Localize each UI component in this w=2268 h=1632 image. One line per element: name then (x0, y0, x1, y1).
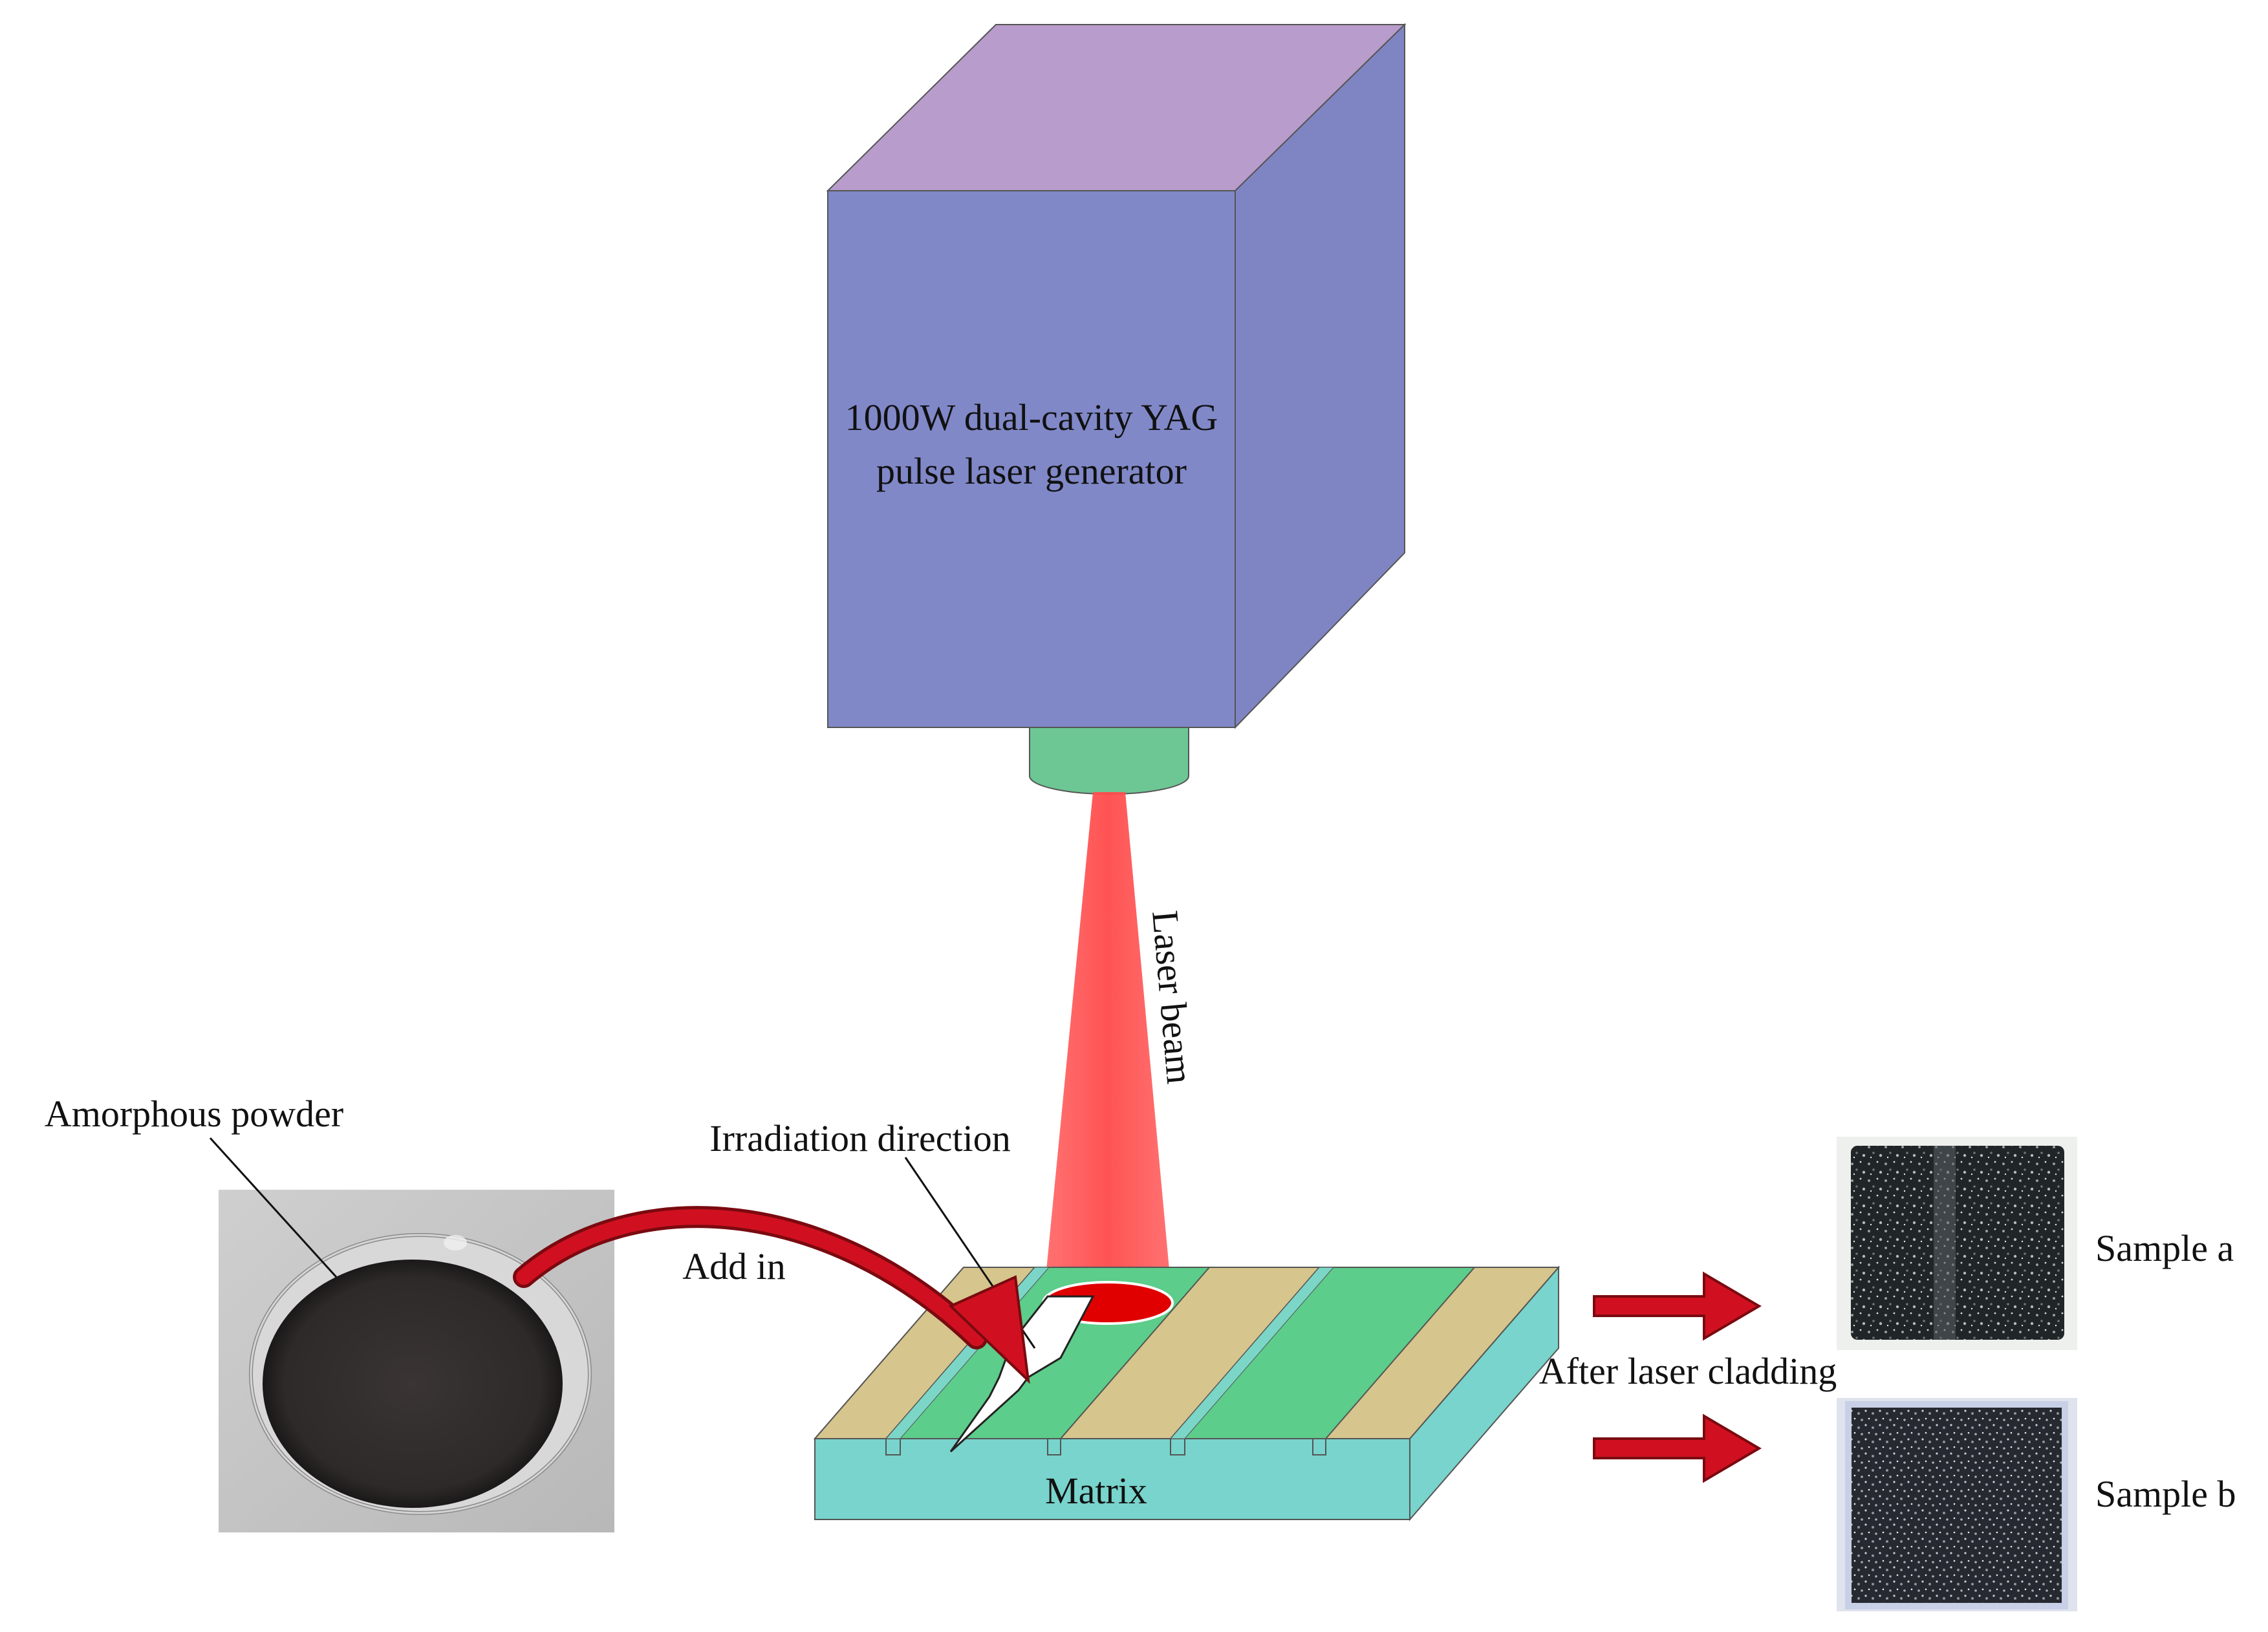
add-in-label: Add in (682, 1245, 786, 1287)
sample-a-label: Sample a (2095, 1227, 2234, 1269)
clad-strip-3 (1324, 1267, 1561, 1439)
after-laser-cladding-label: After laser cladding (1539, 1350, 1837, 1392)
generator-label-line1: 1000W dual-cavity YAG (845, 396, 1218, 438)
sample-b-label: Sample b (2095, 1473, 2236, 1515)
powder-leader-line (209, 1137, 338, 1278)
sample-a-photo (1837, 1137, 2077, 1350)
laser-generator: 1000W dual-cavity YAG pulse laser genera… (826, 23, 1407, 729)
amorphous-powder-label: Amorphous powder (45, 1093, 343, 1135)
nozzle (1029, 727, 1189, 795)
generator-label-line2: pulse laser generator (876, 450, 1187, 492)
curved-arrow-icon (513, 1206, 1030, 1384)
powder-dish (263, 1260, 563, 1508)
red-block-arrow-icon (1593, 1271, 1762, 1483)
irradiation-direction-label: Irradiation direction (709, 1117, 1010, 1159)
sample-a-arrow (1593, 1271, 1762, 1341)
sample-b-arrow (1593, 1413, 1762, 1483)
sample-b-photo (1837, 1398, 2077, 1611)
generator-front-face (827, 190, 1236, 728)
laser-beam-label: Laser beam (1144, 908, 1201, 1086)
laser-beam (1045, 792, 1171, 1283)
amorphous-powder-photo (219, 1190, 614, 1532)
groove-shadow-2 (1169, 1267, 1335, 1439)
matrix-label: Matrix (1045, 1470, 1147, 1512)
